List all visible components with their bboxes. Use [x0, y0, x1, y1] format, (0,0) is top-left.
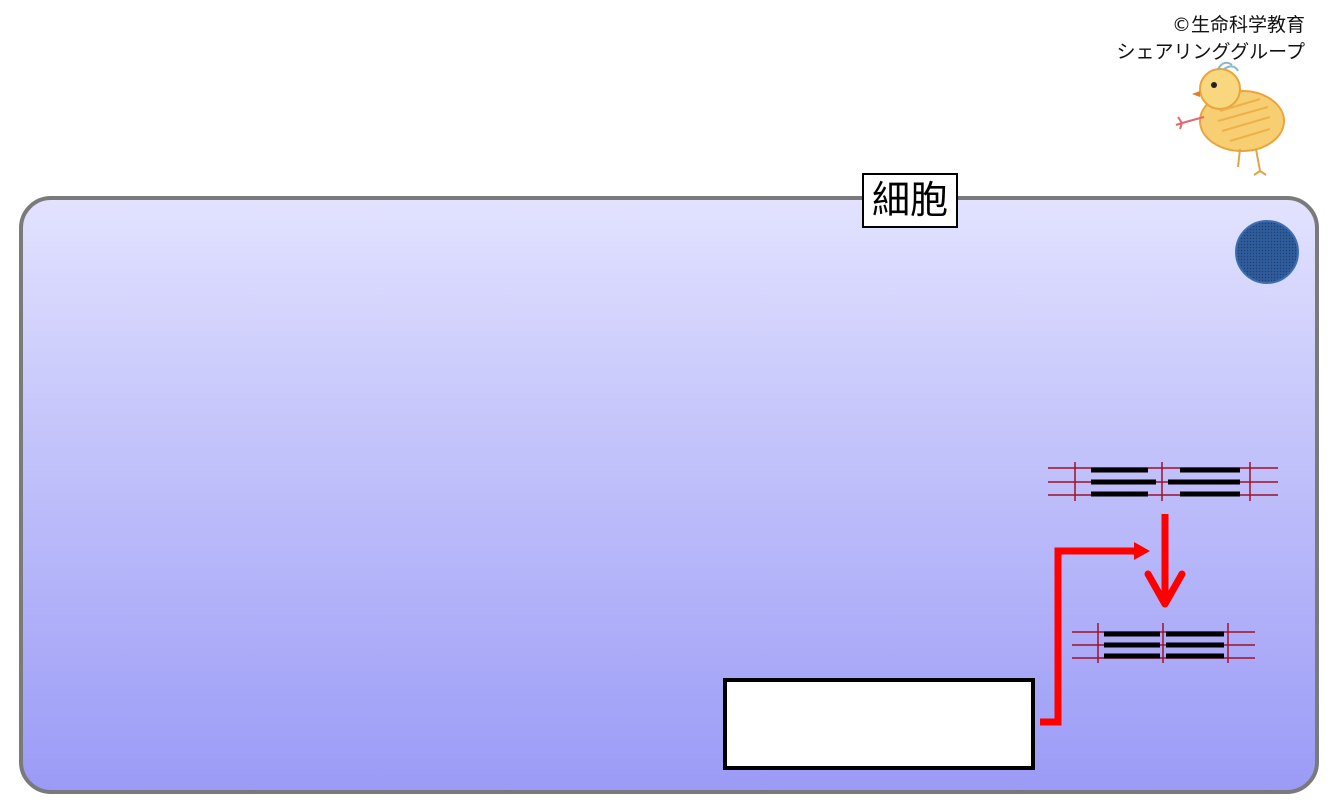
- chick-icon: [1175, 61, 1285, 176]
- copyright-notice: ©生命科学教育 シェアリンググループ: [1117, 12, 1305, 66]
- answer-box[interactable]: [723, 678, 1035, 770]
- copyright-line-2: シェアリンググループ: [1116, 41, 1305, 63]
- copyright-line-1: ©生命科学教育: [1171, 14, 1305, 36]
- contracted-sarcomere-icon: [1072, 623, 1255, 663]
- relaxed-sarcomere-icon: [1048, 462, 1278, 501]
- nucleus-icon: [1235, 220, 1299, 284]
- signal-arrow: [1040, 542, 1150, 726]
- cell-body: [19, 196, 1319, 794]
- contraction-arrow: [1144, 514, 1186, 608]
- cell-label: 細胞: [862, 173, 958, 228]
